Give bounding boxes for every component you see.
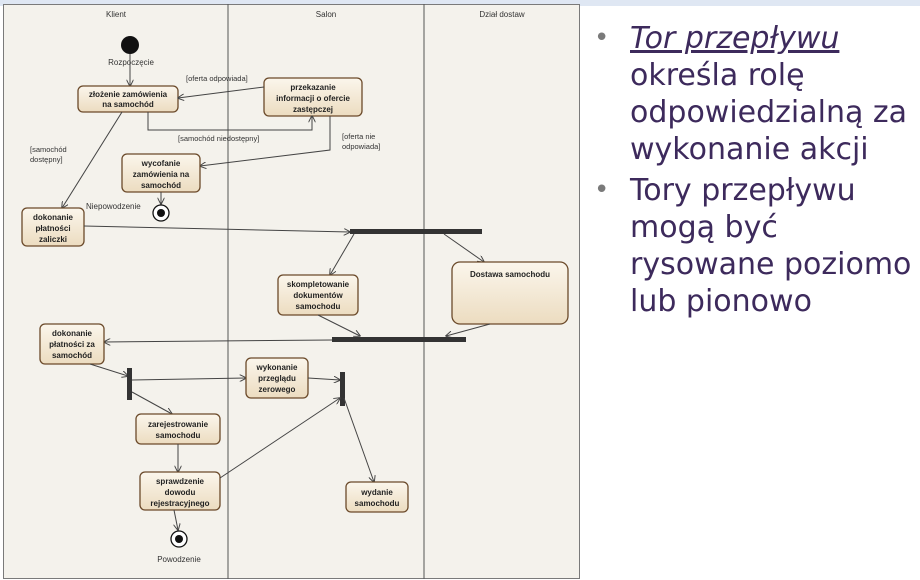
- svg-text:sprawdzenie: sprawdzenie: [156, 477, 205, 486]
- lane-title-klient: Klient: [106, 10, 127, 19]
- lane-title-dzial-dostaw: Dział dostaw: [479, 10, 525, 19]
- action-wykonanie-przegladu: wykonanie przeglądu zerowego: [245, 357, 309, 399]
- edge-fork2-przeglad: [131, 378, 246, 380]
- svg-text:dokonanie: dokonanie: [33, 213, 74, 222]
- svg-text:dokumentów: dokumentów: [293, 291, 343, 300]
- start-label: Rozpoczęcie: [108, 58, 154, 67]
- svg-text:samochodu: samochodu: [156, 431, 201, 440]
- edge-sprawdzenie-join2: [219, 398, 340, 479]
- action-dokonanie-platnosci-zaliczki: dokonanie płatności zaliczki: [21, 207, 85, 247]
- fork-bar-2: [127, 368, 132, 400]
- edge-przeglad-join2: [307, 378, 340, 380]
- bullet-dot-icon: •: [594, 23, 610, 53]
- bullet-item-2: • Tory przepływu mogą być rysowane pozio…: [594, 172, 914, 320]
- svg-text:złożenie zamówienia: złożenie zamówienia: [89, 90, 168, 99]
- final-node-powodzenie: [170, 530, 188, 548]
- top-accent-bar: [0, 0, 920, 6]
- guard-samochod-niedostepny: [samochód niedostępny]: [178, 134, 259, 143]
- svg-text:na samochód: na samochód: [102, 100, 154, 109]
- edge-sprawdzenie-final: [174, 509, 178, 530]
- edge-samochod-niedostepny: [147, 112, 312, 131]
- action-zarejestrowanie-samochodu: zarejestrowanie samochodu: [135, 413, 221, 445]
- action-wycofanie-zamowienia: wycofanie zamówienia na samochód: [121, 153, 201, 193]
- svg-text:zastępczej: zastępczej: [293, 105, 333, 114]
- success-label: Powodzenie: [157, 555, 201, 564]
- svg-text:wycofanie: wycofanie: [141, 159, 181, 168]
- bullet-1-text: określa rolę odpowiedzialną za wykonanie…: [630, 58, 908, 167]
- svg-text:zaliczki: zaliczki: [39, 235, 67, 244]
- svg-text:informacji o ofercie: informacji o ofercie: [276, 94, 350, 103]
- svg-text:zerowego: zerowego: [259, 385, 296, 394]
- svg-text:samochód: samochód: [52, 351, 92, 360]
- guard-oferta-nie-odpowiada-2: odpowiada]: [342, 142, 380, 151]
- edge-fork-skompletowanie: [330, 233, 355, 275]
- initial-node: [121, 36, 139, 54]
- edge-join-platnosc: [104, 340, 333, 342]
- edge-dostawa-join: [446, 323, 491, 336]
- svg-text:zarejestrowanie: zarejestrowanie: [148, 420, 209, 429]
- svg-text:przekazanie: przekazanie: [290, 83, 336, 92]
- action-przekazanie-informacji: przekazanie informacji o ofercie zastępc…: [263, 77, 363, 117]
- edge-fork-dostawa: [443, 233, 484, 262]
- bullet-list: • Tor przepływu określa rolę odpowiedzia…: [594, 20, 914, 324]
- bullet-2-text: Tory przepływu mogą być rysowane poziomo…: [630, 173, 912, 319]
- svg-text:Dostawa samochodu: Dostawa samochodu: [470, 270, 550, 279]
- bullet-dot-icon: •: [594, 175, 610, 205]
- lane-title-salon: Salon: [316, 10, 336, 19]
- svg-text:samochodu: samochodu: [296, 302, 341, 311]
- fail-label: Niepowodzenie: [86, 202, 141, 211]
- action-skompletowanie-dokumentow: skompletowanie dokumentów samochodu: [277, 274, 359, 316]
- action-dokonanie-platnosci-za-samochod: dokonanie płatności za samochód: [39, 323, 105, 365]
- svg-text:samochodu: samochodu: [355, 499, 400, 508]
- action-zlozenie-zamowienia: złożenie zamówienia na samochód: [77, 85, 179, 113]
- edge-platnosc-fork2: [89, 363, 128, 376]
- guard-samochod-dostepny-1: [samochód: [30, 145, 67, 154]
- svg-text:przeglądu: przeglądu: [258, 374, 296, 383]
- guard-samochod-dostepny-2: dostępny]: [30, 155, 63, 164]
- join-bar-1: [332, 337, 466, 342]
- edge-skompletowanie-join: [317, 314, 360, 336]
- svg-text:płatności za: płatności za: [49, 340, 95, 349]
- svg-text:dokonanie: dokonanie: [52, 329, 93, 338]
- svg-text:wydanie: wydanie: [360, 488, 393, 497]
- action-dostawa-samochodu: Dostawa samochodu: [451, 261, 569, 325]
- bullet-item-1: • Tor przepływu określa rolę odpowiedzia…: [594, 20, 914, 168]
- final-node-niepowodzenie: [152, 204, 170, 222]
- edge-oferta-odpowiada: [178, 86, 265, 98]
- svg-text:dowodu: dowodu: [165, 488, 196, 497]
- guard-oferta-nie-odpowiada-1: [oferta nie: [342, 132, 375, 141]
- edge-oferta-nie-odpowiada: [200, 116, 331, 166]
- join-bar-2: [340, 372, 345, 406]
- svg-text:płatności: płatności: [35, 224, 70, 233]
- edge-zaliczka-fork: [83, 225, 350, 232]
- svg-text:skompletowanie: skompletowanie: [287, 280, 350, 289]
- svg-text:rejestracyjnego: rejestracyjnego: [150, 499, 209, 508]
- action-sprawdzenie-dowodu: sprawdzenie dowodu rejestracyjnego: [139, 471, 221, 511]
- svg-text:samochód: samochód: [141, 181, 181, 190]
- edge-samochod-dostepny: [62, 111, 123, 208]
- svg-text:zamówienia na: zamówienia na: [133, 170, 190, 179]
- bullet-1-term: Tor przepływu: [630, 21, 840, 56]
- guard-oferta-odpowiada: [oferta odpowiada]: [186, 74, 248, 83]
- edge-join2-wydanie: [343, 397, 374, 482]
- edge-fork2-rejestracja: [131, 391, 172, 414]
- fork-bar-1: [350, 229, 482, 234]
- action-wydanie-samochodu: wydanie samochodu: [345, 481, 409, 513]
- svg-text:wykonanie: wykonanie: [256, 363, 298, 372]
